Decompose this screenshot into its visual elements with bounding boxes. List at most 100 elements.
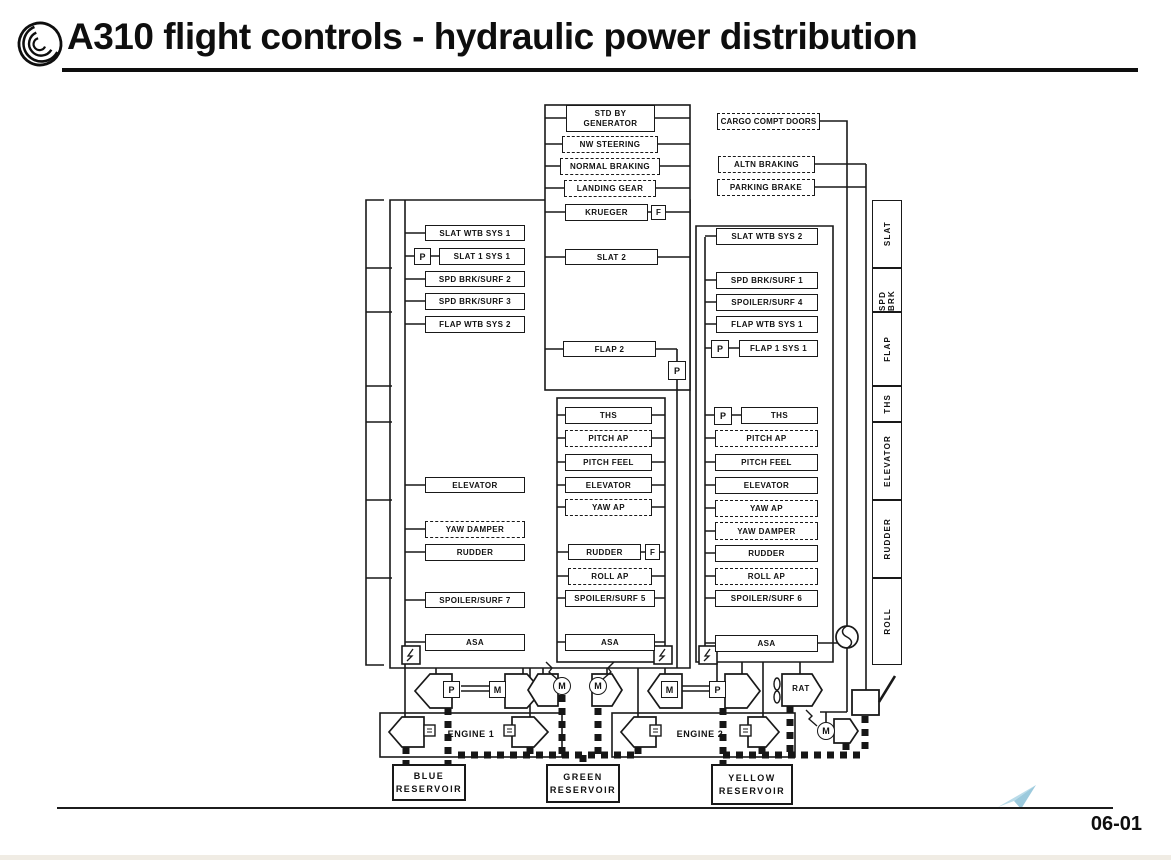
strip-slat: SLAT [872, 200, 902, 268]
box-yaw-ap-green: YAW AP [565, 499, 652, 516]
box-asa-yellow: ASA [715, 635, 818, 652]
box-asa-blue: ASA [425, 634, 525, 651]
strip-label: RUDDER [882, 518, 892, 560]
box-elevator-yellow: ELEVATOR [715, 477, 818, 494]
valve-icon [649, 724, 662, 737]
rat-propeller-icon [773, 677, 781, 704]
box-spd-brk-surf-3: SPD BRK/SURF 3 [425, 293, 525, 310]
box-flap-wtb-sys-1: FLAP WTB SYS 1 [716, 316, 818, 333]
strip-label: SLAT [882, 221, 892, 247]
std-by-line2: GENERATOR [583, 118, 638, 128]
electric-power-icon [401, 645, 421, 665]
pump-badge: P [709, 681, 726, 698]
motor-badge: M [589, 677, 607, 695]
pump-badge: P [711, 340, 729, 358]
motor-badge: M [489, 681, 506, 698]
box-parking-brake: PARKING BRAKE [717, 179, 815, 196]
pump-badge: P [443, 681, 460, 698]
engine-1-label: ENGINE 1 [447, 729, 495, 739]
box-rudder-blue: RUDDER [425, 544, 525, 561]
box-slat-1-sys-1: SLAT 1 SYS 1 [439, 248, 525, 265]
box-rudder-green: RUDDER [568, 544, 641, 560]
box-pitch-ap-yellow: PITCH AP [715, 430, 818, 447]
green-top-ticks [545, 117, 690, 350]
pump-shafts [461, 685, 709, 692]
valve-icon [739, 724, 752, 737]
page-title: A310 flight controls - hydraulic power d… [67, 16, 918, 57]
blue-pump-body [413, 673, 453, 709]
fuse-badge: F [645, 544, 660, 560]
box-altn-braking: ALTN BRAKING [718, 156, 815, 173]
box-elevator-green: ELEVATOR [565, 477, 652, 493]
box-pitch-feel-yellow: PITCH FEEL [715, 454, 818, 471]
box-spoiler-surf-6: SPOILER/SURF 6 [715, 590, 818, 607]
hand-pump-icon [851, 675, 897, 716]
strip-label: SPD BRK [878, 290, 896, 311]
std-by-line1: STD BY [594, 108, 627, 118]
cargo-line [820, 120, 848, 713]
footer-rule [57, 807, 1113, 809]
valve-icon [423, 724, 436, 737]
brake-lines [815, 163, 867, 690]
reservoir-word: RESERVOIR [395, 783, 463, 794]
valve-icon [503, 724, 516, 737]
engine2-yellow-pump-body [747, 716, 781, 748]
engine-2-box [611, 712, 796, 758]
pump-badge: P [414, 248, 431, 265]
reservoir-name: BLUE [413, 770, 445, 781]
box-spd-brk-surf-1: SPD BRK/SURF 1 [716, 272, 818, 289]
reservoir-word: RESERVOIR [549, 784, 617, 795]
right-group-frame [695, 225, 834, 663]
engine2-green-pump-body [619, 716, 657, 748]
accumulator-icon [835, 625, 859, 649]
box-ths-yellow: THS [741, 407, 818, 424]
box-pitch-ap-green: PITCH AP [565, 430, 652, 447]
box-spoiler-surf-7: SPOILER/SURF 7 [425, 592, 525, 608]
fuse-badge: F [651, 205, 666, 220]
suction-lines [402, 695, 869, 765]
strip-elevator: ELEVATOR [872, 422, 902, 500]
reservoir-name: YELLOW [728, 772, 776, 783]
box-slat-2: SLAT 2 [565, 249, 658, 265]
page-edge [0, 855, 1171, 860]
box-ths-green: THS [565, 407, 652, 424]
box-normal-braking: NORMAL BRAKING [560, 158, 660, 175]
rat-pump-body [781, 673, 824, 707]
box-elevator-blue: ELEVATOR [425, 477, 525, 493]
box-std-by-generator: STD BY GENERATOR [566, 105, 655, 132]
electric-power-icon [698, 645, 718, 665]
box-spd-brk-surf-2: SPD BRK/SURF 2 [425, 271, 525, 287]
yellow-electric-pump-body [833, 718, 860, 744]
green-reservoir: GREEN RESERVOIR [546, 764, 620, 803]
engine1-green-pump-body [511, 716, 550, 748]
pump-badge: P [668, 361, 686, 380]
motor-badge: M [553, 677, 571, 695]
left-bracket-ticks [366, 267, 392, 579]
strip-roll: ROLL [872, 578, 902, 665]
strip-ths: THS [872, 386, 902, 422]
box-slat-wtb-sys-1: SLAT WTB SYS 1 [425, 225, 525, 241]
engine1-blue-pump-body [387, 716, 425, 748]
motor-badge: M [817, 722, 835, 740]
box-rudder-yellow: RUDDER [715, 545, 818, 562]
box-pitch-feel-green: PITCH FEEL [565, 454, 652, 471]
pump-badge: P [714, 407, 732, 425]
box-roll-ap-green: ROLL AP [568, 568, 652, 585]
box-flap-2: FLAP 2 [563, 341, 656, 357]
green-lower-ticks [557, 414, 665, 643]
strip-rudder: RUDDER [872, 500, 902, 578]
box-flap-1-sys-1: FLAP 1 SYS 1 [739, 340, 818, 357]
box-slat-wtb-sys-2: SLAT WTB SYS 2 [716, 228, 818, 245]
watermark-plane [998, 785, 1036, 809]
box-yaw-ap-yellow: YAW AP [715, 500, 818, 517]
yellow-reservoir: YELLOW RESERVOIR [711, 764, 793, 805]
strip-spd-brk: SPD BRK [872, 268, 902, 312]
box-yaw-damper-yellow: YAW DAMPER [715, 522, 818, 540]
green-pump-left-body [526, 673, 559, 707]
box-spoiler-surf-4: SPOILER/SURF 4 [716, 294, 818, 311]
blue-reservoir: BLUE RESERVOIR [392, 764, 466, 801]
reservoir-name: GREEN [563, 771, 603, 782]
strip-label: ROLL [882, 608, 892, 635]
box-spoiler-surf-5: SPOILER/SURF 5 [565, 590, 655, 607]
box-roll-ap-yellow: ROLL AP [715, 568, 818, 585]
